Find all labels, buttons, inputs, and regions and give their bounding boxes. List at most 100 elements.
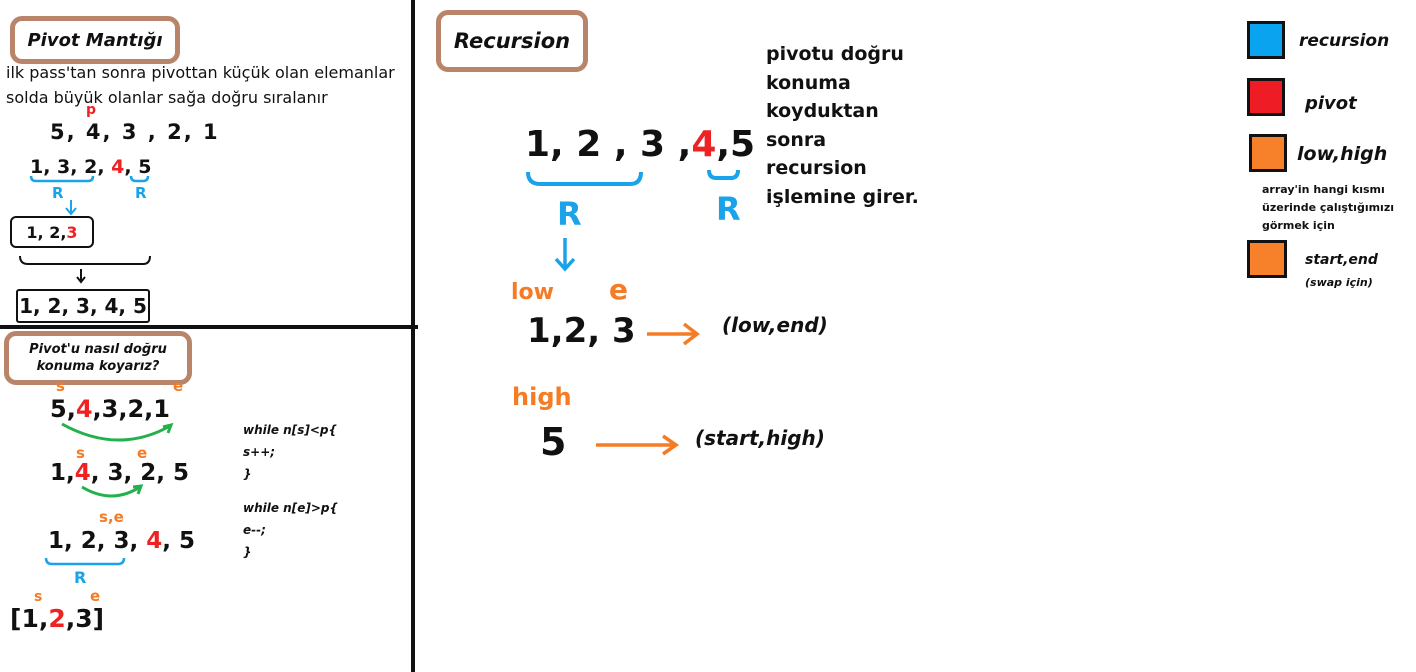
explain-line-1: pivotu doğru — [766, 43, 904, 65]
recursion-title-box: Recursion — [436, 10, 588, 72]
description-line-1: ilk pass'tan sonra pivottan küçük olan e… — [6, 63, 395, 82]
p1-merge-bracket — [19, 255, 151, 265]
e-label: e — [609, 273, 628, 306]
step4-post: ,3 — [65, 604, 93, 633]
high-subarray: 5 — [540, 420, 567, 464]
code-s-line-2: s++; — [243, 445, 276, 459]
step1-pre: 5, — [50, 395, 76, 423]
step1-pivot: 4 — [75, 395, 93, 423]
partitioned-pivot: 4 — [111, 156, 125, 178]
code-e-line-2: e--; — [243, 523, 266, 537]
explain-line-6: işlemine girer. — [766, 185, 919, 208]
step2-s-marker: s — [76, 444, 85, 462]
sorted-result-box: 1, 2, 3, 4, 5 — [16, 289, 150, 323]
high-call-label: (start,high) — [695, 426, 825, 450]
recursion-title: Recursion — [453, 29, 571, 53]
explain-line-3: koyduktan — [766, 100, 879, 122]
recursion-array-pre: 1, 2 , 3 , — [525, 124, 692, 165]
code-block-e: while n[e]>p{ e--; } — [243, 497, 338, 563]
step2-post: , 3, 2, 5 — [90, 460, 190, 486]
low-label: low — [511, 280, 554, 305]
p-marker: p — [86, 102, 97, 118]
r-left-small: R — [52, 184, 64, 202]
step2-array: 1,4, 3, 2, 5 — [50, 460, 189, 486]
partitioned-array: 1, 3, 2, 4, 5 — [30, 156, 152, 178]
high-call-arrow — [596, 434, 680, 456]
lowhigh-note-line-3: görmek için — [1262, 219, 1335, 232]
step4-s-marker: s — [34, 589, 43, 605]
recursed-left-pivot: 3 — [66, 222, 78, 242]
step3-array: 1, 2, 3, 4, 5 — [48, 528, 195, 554]
description-line-2: solda büyük olanlar sağa doğru sıralanır — [6, 88, 328, 107]
step4-pivot: 2 — [48, 604, 66, 633]
lowhigh-note-line-2: üzerinde çalıştığımızı — [1262, 201, 1394, 214]
explain-line-2: konuma — [766, 71, 851, 94]
partitioned-right: 5 — [138, 156, 152, 178]
legend-startend-note: (swap için) — [1305, 276, 1373, 289]
step3-bracket — [44, 557, 126, 566]
horizontal-divider — [0, 325, 418, 329]
step2-swap-arc — [81, 484, 144, 498]
sorted-result-values: 1, 2, 3, 4, 5 — [19, 294, 147, 318]
initial-item-1: 4 — [85, 120, 103, 144]
recursion-arrow-down — [554, 238, 576, 272]
initial-array: 5, 4, 3 , 2, 1 — [50, 120, 220, 144]
p1-arrow-down-blue — [65, 200, 77, 216]
partitioned-left: 1, 3, 2, — [30, 156, 105, 178]
recursion-bracket-right — [707, 169, 740, 180]
step1-post: ,3,2,1 — [92, 395, 170, 423]
legend-swatch-recursion — [1247, 21, 1285, 59]
legend-swatch-pivot — [1247, 78, 1285, 116]
legend-label-startend: start,end — [1305, 252, 1378, 268]
legend-swatch-lowhigh — [1249, 134, 1287, 172]
step2-e-marker: e — [137, 444, 148, 462]
step4-pre: 1, — [21, 604, 49, 633]
p1-bracket-left — [29, 175, 95, 183]
pivot-placement-title-box: Pivot'u nasıl doğru konuma koyarız? — [4, 331, 192, 385]
step2-pre: 1, — [50, 460, 75, 486]
pivot-placement-title-line-1: Pivot'u nasıl doğru — [29, 342, 167, 357]
vertical-divider — [411, 0, 415, 672]
code-block-s: while n[s]<p{ s++; } — [243, 419, 337, 485]
recursion-explanation: pivotu doğru konuma koyduktan sonra recu… — [766, 40, 919, 211]
step3-pre: 1, 2, 3, — [48, 528, 147, 554]
low-subarray: 1,2, 3 — [527, 311, 636, 351]
step3-r-label: R — [74, 568, 87, 587]
legend-lowhigh-note: array'in hangi kısmı üzerinde çalıştığım… — [1262, 181, 1394, 235]
high-label: high — [512, 383, 572, 411]
step1-s-marker: s — [56, 377, 65, 395]
pivot-logic-title: Pivot Mantığı — [27, 29, 163, 51]
legend-label-lowhigh: low,high — [1297, 143, 1388, 165]
code-s-line-3: } — [243, 467, 252, 481]
step3-pivot: 4 — [146, 528, 163, 554]
initial-item-2: 3 — [121, 120, 139, 144]
step3-post: , 5 — [162, 528, 196, 554]
explain-line-4: sonra — [766, 128, 827, 151]
explain-line-5: recursion — [766, 157, 867, 179]
step1-swap-arc — [61, 422, 174, 442]
low-call-arrow — [647, 322, 700, 346]
r-right-small: R — [135, 184, 147, 202]
step4-open-bracket: [ — [10, 604, 22, 633]
recursion-array-pivot: 4 — [691, 124, 717, 165]
pivot-placement-title-line-2: konuma koyarız? — [36, 359, 160, 374]
legend-swatch-startend — [1247, 240, 1287, 278]
initial-item-0: 5 — [50, 120, 67, 144]
step1-array: 5,4,3,2,1 — [50, 395, 170, 423]
p1-arrow-down-black — [76, 269, 86, 284]
recursion-array-post: ,5 — [716, 124, 756, 165]
low-call-label: (low,end) — [722, 313, 828, 337]
step1-e-marker: e — [173, 377, 184, 395]
recursion-bracket-left — [526, 171, 643, 186]
step4-close-bracket: ] — [92, 604, 105, 633]
code-e-line-1: while n[e]>p{ — [243, 501, 339, 515]
recursed-left-values: 1, 2, — [26, 222, 67, 242]
pivot-logic-description: ilk pass'tan sonra pivottan küçük olan e… — [6, 60, 395, 110]
p1-bracket-right — [129, 175, 150, 183]
recursed-left-box: 1, 2, 3 — [10, 216, 94, 248]
recursion-array: 1, 2 , 3 ,4,5 — [525, 124, 755, 165]
step4-array: [1,2,3] — [10, 604, 104, 633]
lowhigh-note-line-1: array'in hangi kısmı — [1262, 183, 1385, 196]
step2-pivot: 4 — [74, 460, 91, 486]
